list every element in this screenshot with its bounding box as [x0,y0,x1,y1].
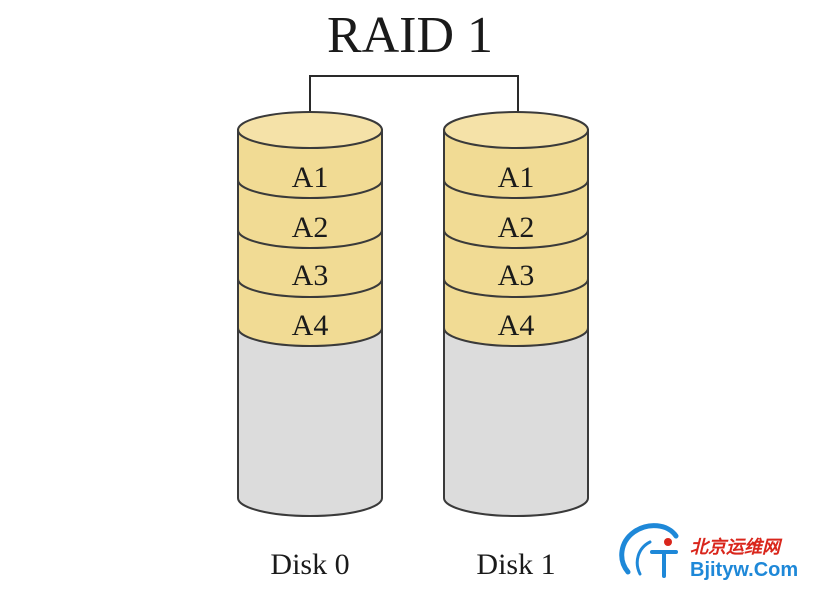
disk-0-data-region [237,129,383,347]
disk-1-label: Disk 1 [476,548,555,581]
disk-1-block-a2: A2 [498,211,535,244]
disk-1-block-a3: A3 [498,259,535,292]
disk-1-block-a1: A1 [498,161,535,194]
disk-1-data-region [443,129,589,347]
disk-0-label: Disk 0 [270,548,349,581]
mirror-connector [309,75,519,128]
disk-0-block-a3: A3 [292,259,329,292]
disk-0-divider [237,179,383,199]
disk-1-divider [443,278,589,298]
disk-0-block-a2: A2 [292,211,329,244]
disk-0-divider [237,278,383,298]
disk-0-top [237,111,383,149]
disk-1: A1 A2 A3 A4 Disk 1 [443,111,589,581]
watermark-text-en: Bjityw.Com [690,559,798,581]
disk-1-block-a4: A4 [498,309,535,342]
disk-0-divider [237,229,383,249]
disk-1-top [443,111,589,149]
disk-0: A1 A2 A3 A4 Disk 0 [237,111,383,581]
disk-0-block-a4: A4 [292,309,329,342]
diagram-title: RAID 1 [327,7,493,64]
disk-1-divider [443,229,589,249]
disk-1-divider [443,179,589,199]
watermark-text-cn: 北京运维网 [690,537,783,558]
disk-0-block-a1: A1 [292,161,329,194]
watermark-logo-icon [619,523,679,578]
site-watermark: 北京运维网 Bjityw.Com [619,523,798,581]
